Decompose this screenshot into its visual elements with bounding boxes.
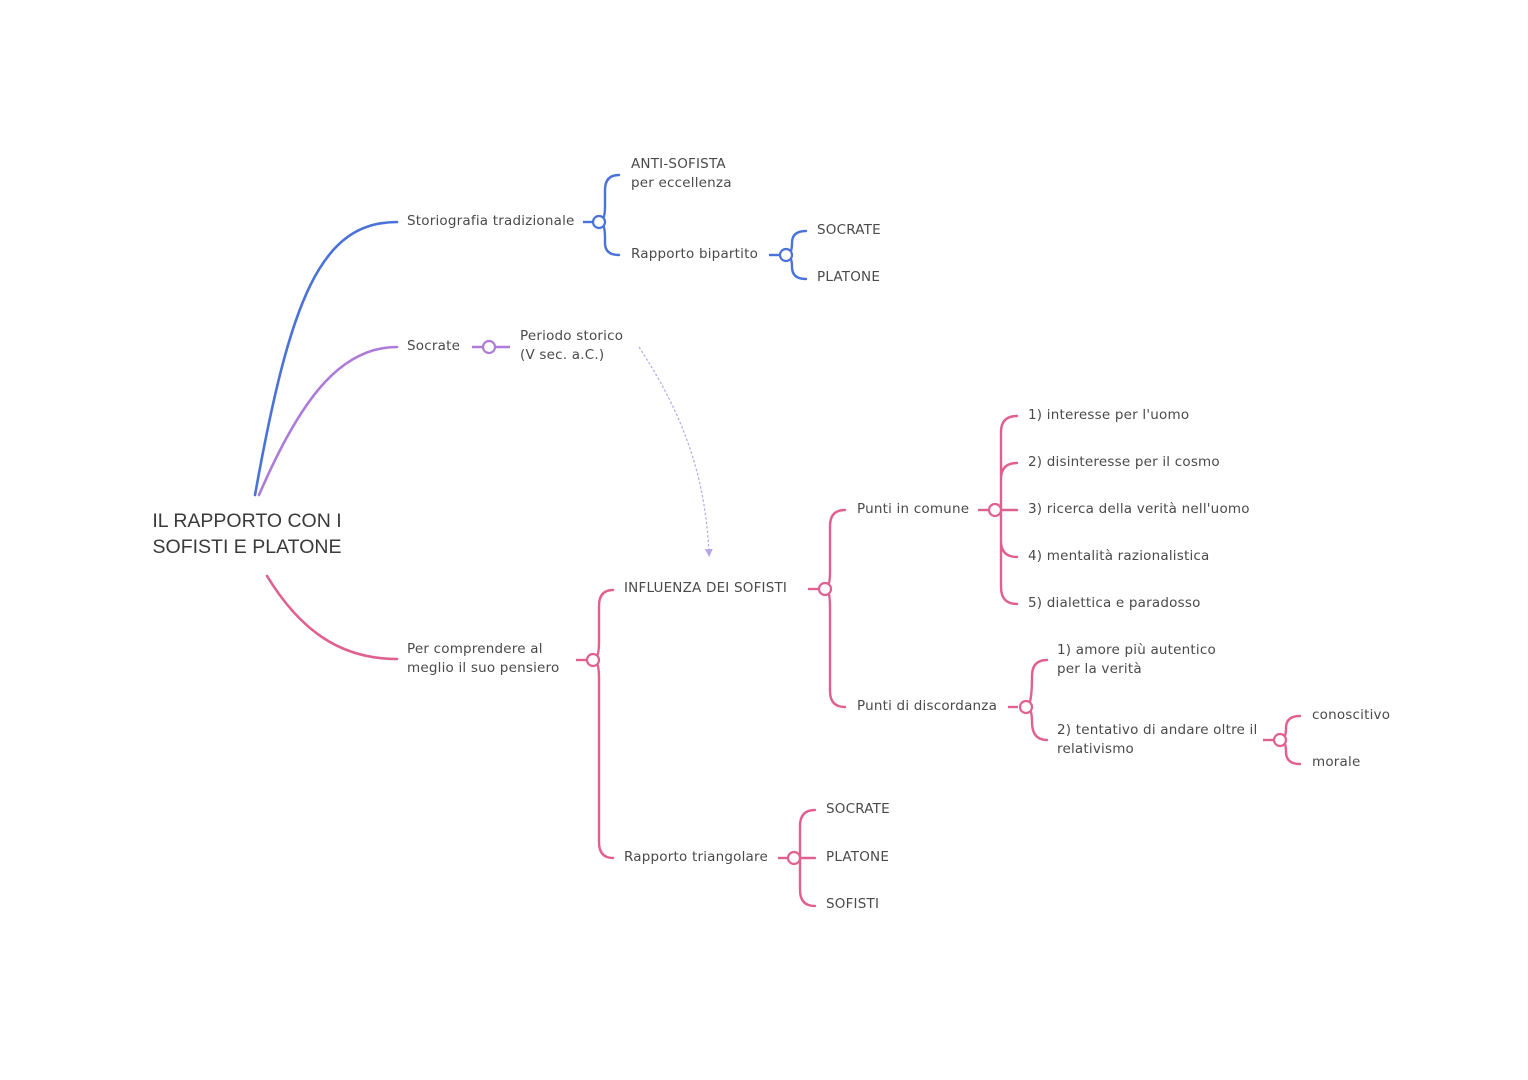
topic-comprendere-line2: meglio il suo pensiero	[407, 660, 560, 676]
topic-comune-5[interactable]: 5) dialettica e paradosso	[1028, 594, 1201, 613]
topic-comune-4[interactable]: 4) mentalità razionalistica	[1028, 547, 1210, 566]
topic-bipartito-platone[interactable]: PLATONE	[817, 268, 880, 287]
central-topic-line1: IL RAPPORTO CON I	[152, 510, 342, 532]
topic-socrate[interactable]: Socrate	[407, 337, 460, 356]
topic-storiografia-label: Storiografia tradizionale	[407, 213, 575, 229]
topic-comune-3[interactable]: 3) ricerca della verità nell'uomo	[1028, 500, 1250, 519]
topic-periodo-storico-line1: Periodo storico	[520, 328, 624, 344]
topic-triangolare-platone-label: PLATONE	[826, 849, 890, 865]
topic-triangolare-label: Rapporto triangolare	[624, 849, 768, 865]
node-dot-tentativo	[1272, 732, 1288, 748]
topic-antisofista-line1: ANTI-SOFISTA	[631, 156, 726, 172]
topic-bipartito-socrate[interactable]: SOCRATE	[817, 221, 881, 240]
topic-discordanza-1-line2: per la verità	[1057, 661, 1142, 677]
bracket-comprendere	[592, 588, 615, 860]
topic-comprendere[interactable]: Per comprendere al meglio il suo pensier…	[407, 640, 559, 678]
node-dot-storiografia	[591, 214, 607, 230]
topic-comune-5-label: 5) dialettica e paradosso	[1028, 595, 1201, 611]
relationship-arrow	[638, 346, 713, 557]
topic-antisofista-line2: per eccellenza	[631, 175, 732, 191]
topic-triangolare-socrate[interactable]: SOCRATE	[826, 800, 890, 819]
topic-comune-4-label: 4) mentalità razionalistica	[1028, 548, 1210, 564]
node-dot-bipartito	[778, 247, 794, 263]
topic-comune-2[interactable]: 2) disinteresse per il cosmo	[1028, 453, 1220, 472]
branch-socrate	[257, 345, 399, 497]
topic-bipartito-socrate-label: SOCRATE	[817, 222, 881, 238]
topic-discordanza-2-line2: relativismo	[1057, 741, 1135, 757]
topic-discordanza-2[interactable]: 2) tentativo di andare oltre il relativi…	[1057, 721, 1257, 759]
topic-triangolare-sofisti[interactable]: SOFISTI	[826, 895, 879, 914]
topic-bipartito[interactable]: Rapporto bipartito	[631, 245, 758, 264]
topic-morale-label: morale	[1312, 754, 1361, 770]
central-topic[interactable]: IL RAPPORTO CON I SOFISTI E PLATONE	[146, 508, 348, 560]
topic-comprendere-line1: Per comprendere al	[407, 641, 543, 657]
node-dot-punti-discordanza	[1018, 699, 1034, 715]
topic-periodo-storico-line2: (V sec. a.C.)	[520, 347, 605, 363]
topic-comune-2-label: 2) disinteresse per il cosmo	[1028, 454, 1220, 470]
node-dot-comprendere	[585, 652, 601, 668]
topic-bipartito-platone-label: PLATONE	[817, 269, 881, 285]
topic-comune-3-label: 3) ricerca della verità nell'uomo	[1028, 501, 1250, 517]
topic-influenza-sofisti[interactable]: INFLUENZA DEI SOFISTI	[624, 579, 787, 598]
node-dot-triangolare	[786, 850, 802, 866]
topic-punti-discordanza[interactable]: Punti di discordanza	[857, 697, 997, 716]
topic-discordanza-1[interactable]: 1) amore più autentico per la verità	[1057, 641, 1216, 679]
topic-discordanza-1-line1: 1) amore più autentico	[1057, 642, 1216, 658]
topic-triangolare[interactable]: Rapporto triangolare	[624, 848, 768, 867]
topic-punti-discordanza-label: Punti di discordanza	[857, 698, 998, 714]
topic-punti-comune-label: Punti in comune	[857, 501, 970, 517]
topic-triangolare-platone[interactable]: PLATONE	[826, 848, 889, 867]
topic-antisofista[interactable]: ANTI-SOFISTA per eccellenza	[631, 155, 732, 193]
central-topic-line2: SOFISTI E PLATONE	[152, 536, 342, 558]
topic-morale[interactable]: morale	[1312, 753, 1361, 772]
bracket-influenza	[824, 508, 847, 709]
bracket-storiografia	[598, 173, 621, 257]
topic-discordanza-2-line1: 2) tentativo di andare oltre il	[1057, 722, 1258, 738]
topic-influenza-sofisti-label: INFLUENZA DEI SOFISTI	[624, 580, 788, 596]
topic-conoscitivo[interactable]: conoscitivo	[1312, 706, 1390, 725]
topic-conoscitivo-label: conoscitivo	[1312, 707, 1391, 723]
topic-punti-comune[interactable]: Punti in comune	[857, 500, 969, 519]
topic-storiografia[interactable]: Storiografia tradizionale	[407, 212, 575, 231]
node-dot-punti-comune	[987, 502, 1003, 518]
node-dot-socrate	[481, 339, 497, 355]
topic-triangolare-socrate-label: SOCRATE	[826, 801, 890, 817]
node-dot-influenza	[817, 581, 833, 597]
branch-storiografia	[253, 220, 399, 497]
topic-periodo-storico[interactable]: Periodo storico (V sec. a.C.)	[520, 327, 623, 365]
topic-triangolare-sofisti-label: SOFISTI	[826, 896, 880, 912]
bracket-punti-discordanza	[1025, 658, 1049, 742]
bracket-punti-comune	[999, 414, 1019, 606]
topic-socrate-label: Socrate	[407, 338, 461, 354]
topic-comune-1-label: 1) interesse per l'uomo	[1028, 407, 1190, 423]
branch-comprendere	[265, 574, 399, 661]
topic-comune-1[interactable]: 1) interesse per l'uomo	[1028, 406, 1189, 425]
topic-bipartito-label: Rapporto bipartito	[631, 246, 759, 262]
